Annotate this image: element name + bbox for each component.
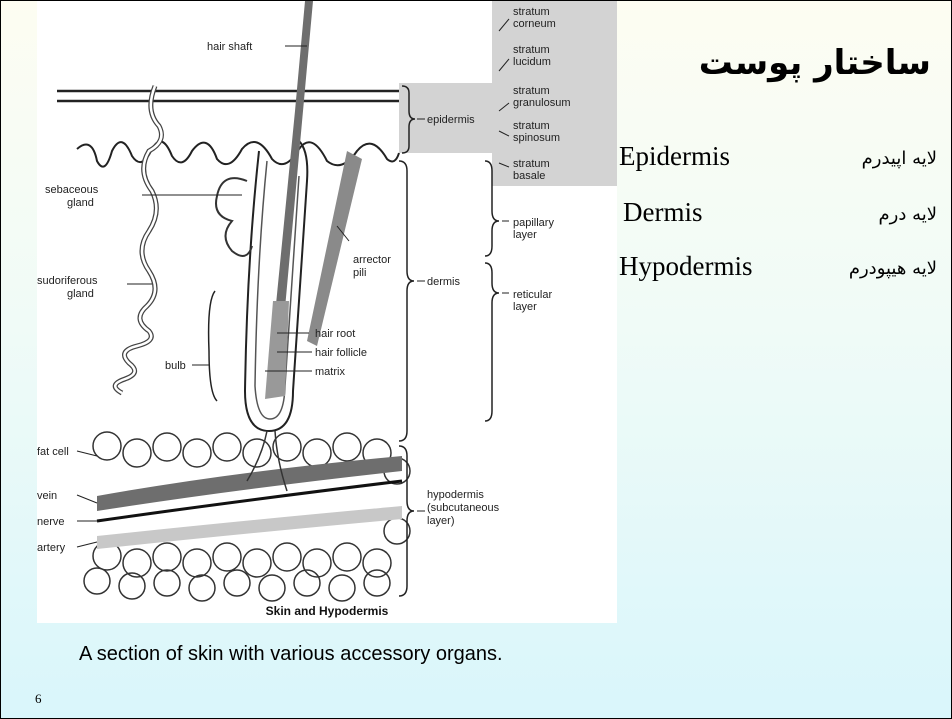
label-reticular-1: reticular [513,289,552,301]
artery [97,506,402,549]
sebaceous-gland-lobes [216,178,252,256]
label-reticular-2: layer [513,301,537,313]
label-papillary-2: layer [513,229,537,241]
label-granulosum-1: stratum [513,85,550,97]
term-row-epidermis: Epidermis لایه اپیدرم [619,141,937,181]
label-artery: artery [37,542,66,554]
label-sudoriferous-1: sudoriferous [37,275,98,287]
label-sudoriferous-2: gland [67,288,94,300]
label-hypodermis-3: layer) [427,515,455,527]
label-vein: vein [37,490,57,502]
term-english: Dermis [623,197,702,228]
label-granulosum-2: granulosum [513,97,570,109]
label-dermis: dermis [427,276,461,288]
label-fat-cell: fat cell [37,446,69,458]
skin-diagram: hair shaft sebaceous gland sudoriferous … [37,1,617,623]
label-nerve: nerve [37,516,65,528]
label-sebaceous-2: gland [67,197,94,209]
label-spinosum-1: stratum [513,120,550,132]
arrector-pili-muscle [307,151,362,346]
figure-caption: A section of skin with various accessory… [79,643,503,666]
figure-title: Skin and Hypodermis [266,604,389,618]
term-english: Hypodermis [619,251,752,282]
label-hypodermis-2: (subcutaneous [427,502,500,514]
term-row-hypodermis: Hypodermis لایه هیپودرم [619,251,937,291]
slide-number: 6 [35,691,42,707]
dermis-bracket [399,161,414,441]
label-basale-2: basale [513,170,545,182]
label-corneum-2: corneum [513,18,556,30]
label-hair-follicle: hair follicle [315,347,367,359]
term-english: Epidermis [619,141,730,172]
sweat-duct-lumen [115,86,161,393]
label-matrix: matrix [315,366,345,378]
label-basale-1: stratum [513,158,550,170]
slide-title: ساختار پوست [699,43,931,83]
label-lucidum-2: lucidum [513,56,551,68]
term-persian: لایه هیپودرم [849,258,937,279]
hair-root [265,301,289,399]
bulb-bracket [209,291,217,401]
label-arrector-2: pili [353,267,366,279]
label-spinosum-2: spinosum [513,132,560,144]
label-arrector-1: arrector [353,254,391,266]
label-epidermis: epidermis [427,114,475,126]
label-corneum-1: stratum [513,6,550,18]
label-papillary-1: papillary [513,217,554,229]
term-row-dermis: Dermis لایه درم [619,197,937,237]
label-hair-root: hair root [315,328,355,340]
label-hair-shaft: hair shaft [207,41,252,53]
skin-diagram-svg: hair shaft sebaceous gland sudoriferous … [37,1,617,623]
label-lucidum-1: stratum [513,44,550,56]
term-persian: لایه درم [879,204,938,225]
label-sebaceous-1: sebaceous [45,184,99,196]
reticular-bracket [485,263,499,421]
term-persian: لایه اپیدرم [862,148,937,169]
label-hypodermis-1: hypodermis [427,489,484,501]
label-bulb: bulb [165,360,186,372]
